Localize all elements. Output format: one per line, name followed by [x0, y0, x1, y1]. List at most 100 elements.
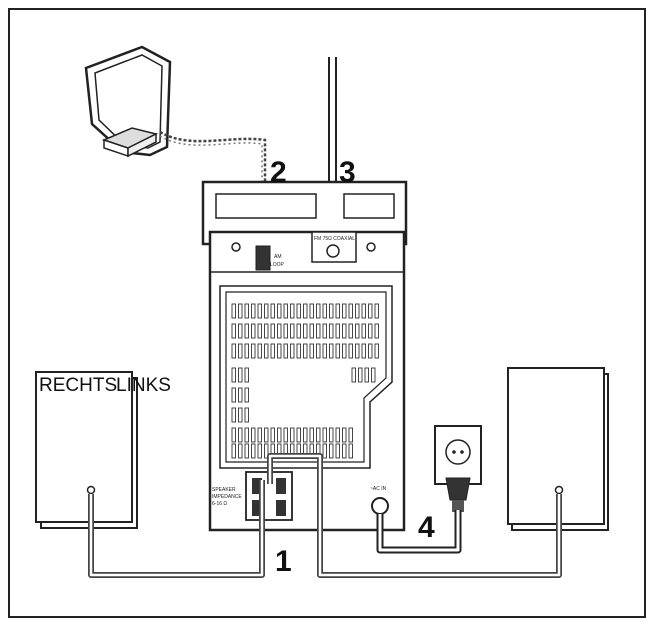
vent-slot: [264, 343, 269, 359]
speaker-terminal-label-2: IMPEDANCE: [212, 494, 242, 500]
speaker-label-links: LINKS: [116, 375, 171, 396]
vent-slot: [335, 343, 340, 359]
vent-slot: [251, 443, 256, 459]
fm-socket-label: FM 75Ω COAXIAL: [314, 236, 355, 242]
vent-slot: [231, 443, 236, 459]
vent-grille: [231, 303, 379, 459]
vent-slot: [303, 303, 308, 319]
vent-slot: [342, 427, 347, 443]
vent-slot: [329, 323, 334, 339]
vent-slot: [244, 427, 249, 443]
speaker-left: [35, 371, 138, 529]
vent-slot: [257, 343, 262, 359]
vent-slot: [283, 303, 288, 319]
vent-slot: [322, 443, 327, 459]
vent-slot: [358, 367, 363, 383]
vent-slot: [296, 427, 301, 443]
vent-slot: [322, 323, 327, 339]
vent-slot: [264, 323, 269, 339]
vent-slot: [244, 323, 249, 339]
vent-slot: [329, 443, 334, 459]
vent-slot: [348, 323, 353, 339]
vent-slot: [251, 303, 256, 319]
vent-slot: [244, 387, 249, 403]
vent-slot: [296, 343, 301, 359]
vent-slot: [251, 343, 256, 359]
vent-slot: [238, 323, 243, 339]
vent-slot: [277, 303, 282, 319]
vent-slot: [290, 303, 295, 319]
vent-slot: [374, 323, 379, 339]
vent-slot: [231, 323, 236, 339]
vent-slot: [283, 323, 288, 339]
vent-slot: [244, 303, 249, 319]
callout-4: 4: [418, 511, 435, 544]
vent-slot: [303, 343, 308, 359]
vent-slot: [270, 427, 275, 443]
vent-slot: [238, 407, 243, 423]
vent-slot: [238, 443, 243, 459]
ac-inlet-label: ~AC IN: [370, 486, 387, 492]
vent-slot: [296, 303, 301, 319]
speaker-label-rechts: RECHTS: [39, 375, 117, 396]
vent-slot: [296, 323, 301, 339]
wall-socket: [434, 425, 482, 512]
vent-slot: [270, 323, 275, 339]
vent-slot: [316, 343, 321, 359]
vent-slot: [290, 343, 295, 359]
vent-slot: [335, 303, 340, 319]
vent-slot: [270, 303, 275, 319]
callout-1: 1: [275, 545, 292, 578]
vent-slot: [342, 303, 347, 319]
vent-slot: [361, 303, 366, 319]
vent-slot: [264, 427, 269, 443]
vent-slot: [348, 443, 353, 459]
vent-slot: [244, 443, 249, 459]
callout-2: 2: [270, 156, 287, 189]
speaker-terminal-label-1: SPEAKER: [212, 487, 236, 493]
vent-slot: [264, 443, 269, 459]
vent-slot: [374, 343, 379, 359]
vent-slot: [329, 303, 334, 319]
vent-slot: [361, 323, 366, 339]
vent-slot: [270, 343, 275, 359]
vent-slot: [251, 427, 256, 443]
vent-slot: [264, 303, 269, 319]
vent-slot: [355, 323, 360, 339]
vent-slot: [283, 427, 288, 443]
main-unit: FM 75Ω COAXIAL AM LOOP SPEAKER IMPEDANCE…: [201, 180, 408, 532]
vent-slot: [364, 367, 369, 383]
vent-slot: [361, 343, 366, 359]
vent-slot: [368, 323, 373, 339]
vent-slot: [290, 323, 295, 339]
vent-slot: [368, 343, 373, 359]
vent-slot: [342, 343, 347, 359]
vent-slot: [238, 387, 243, 403]
am-antenna-cable: [159, 130, 267, 240]
vent-slot: [322, 303, 327, 319]
vent-slot: [238, 303, 243, 319]
vent-slot: [348, 427, 353, 443]
vent-slot: [257, 323, 262, 339]
vent-slot: [290, 427, 295, 443]
vent-slot: [257, 427, 262, 443]
vent-slot: [316, 303, 321, 319]
vent-slot: [355, 343, 360, 359]
vent-slot: [231, 427, 236, 443]
vent-slot: [231, 343, 236, 359]
vent-slot: [257, 443, 262, 459]
vent-slot: [322, 427, 327, 443]
am-antenna-cable-strand: [159, 135, 263, 240]
vent-slot: [309, 427, 314, 443]
vent-slot: [231, 407, 236, 423]
vent-slot: [231, 387, 236, 403]
vent-slot: [342, 323, 347, 339]
vent-slot: [335, 427, 340, 443]
vent-slot: [244, 367, 249, 383]
vent-slot: [355, 303, 360, 319]
vent-slot: [374, 303, 379, 319]
vent-slot: [348, 303, 353, 319]
vent-slot: [368, 303, 373, 319]
